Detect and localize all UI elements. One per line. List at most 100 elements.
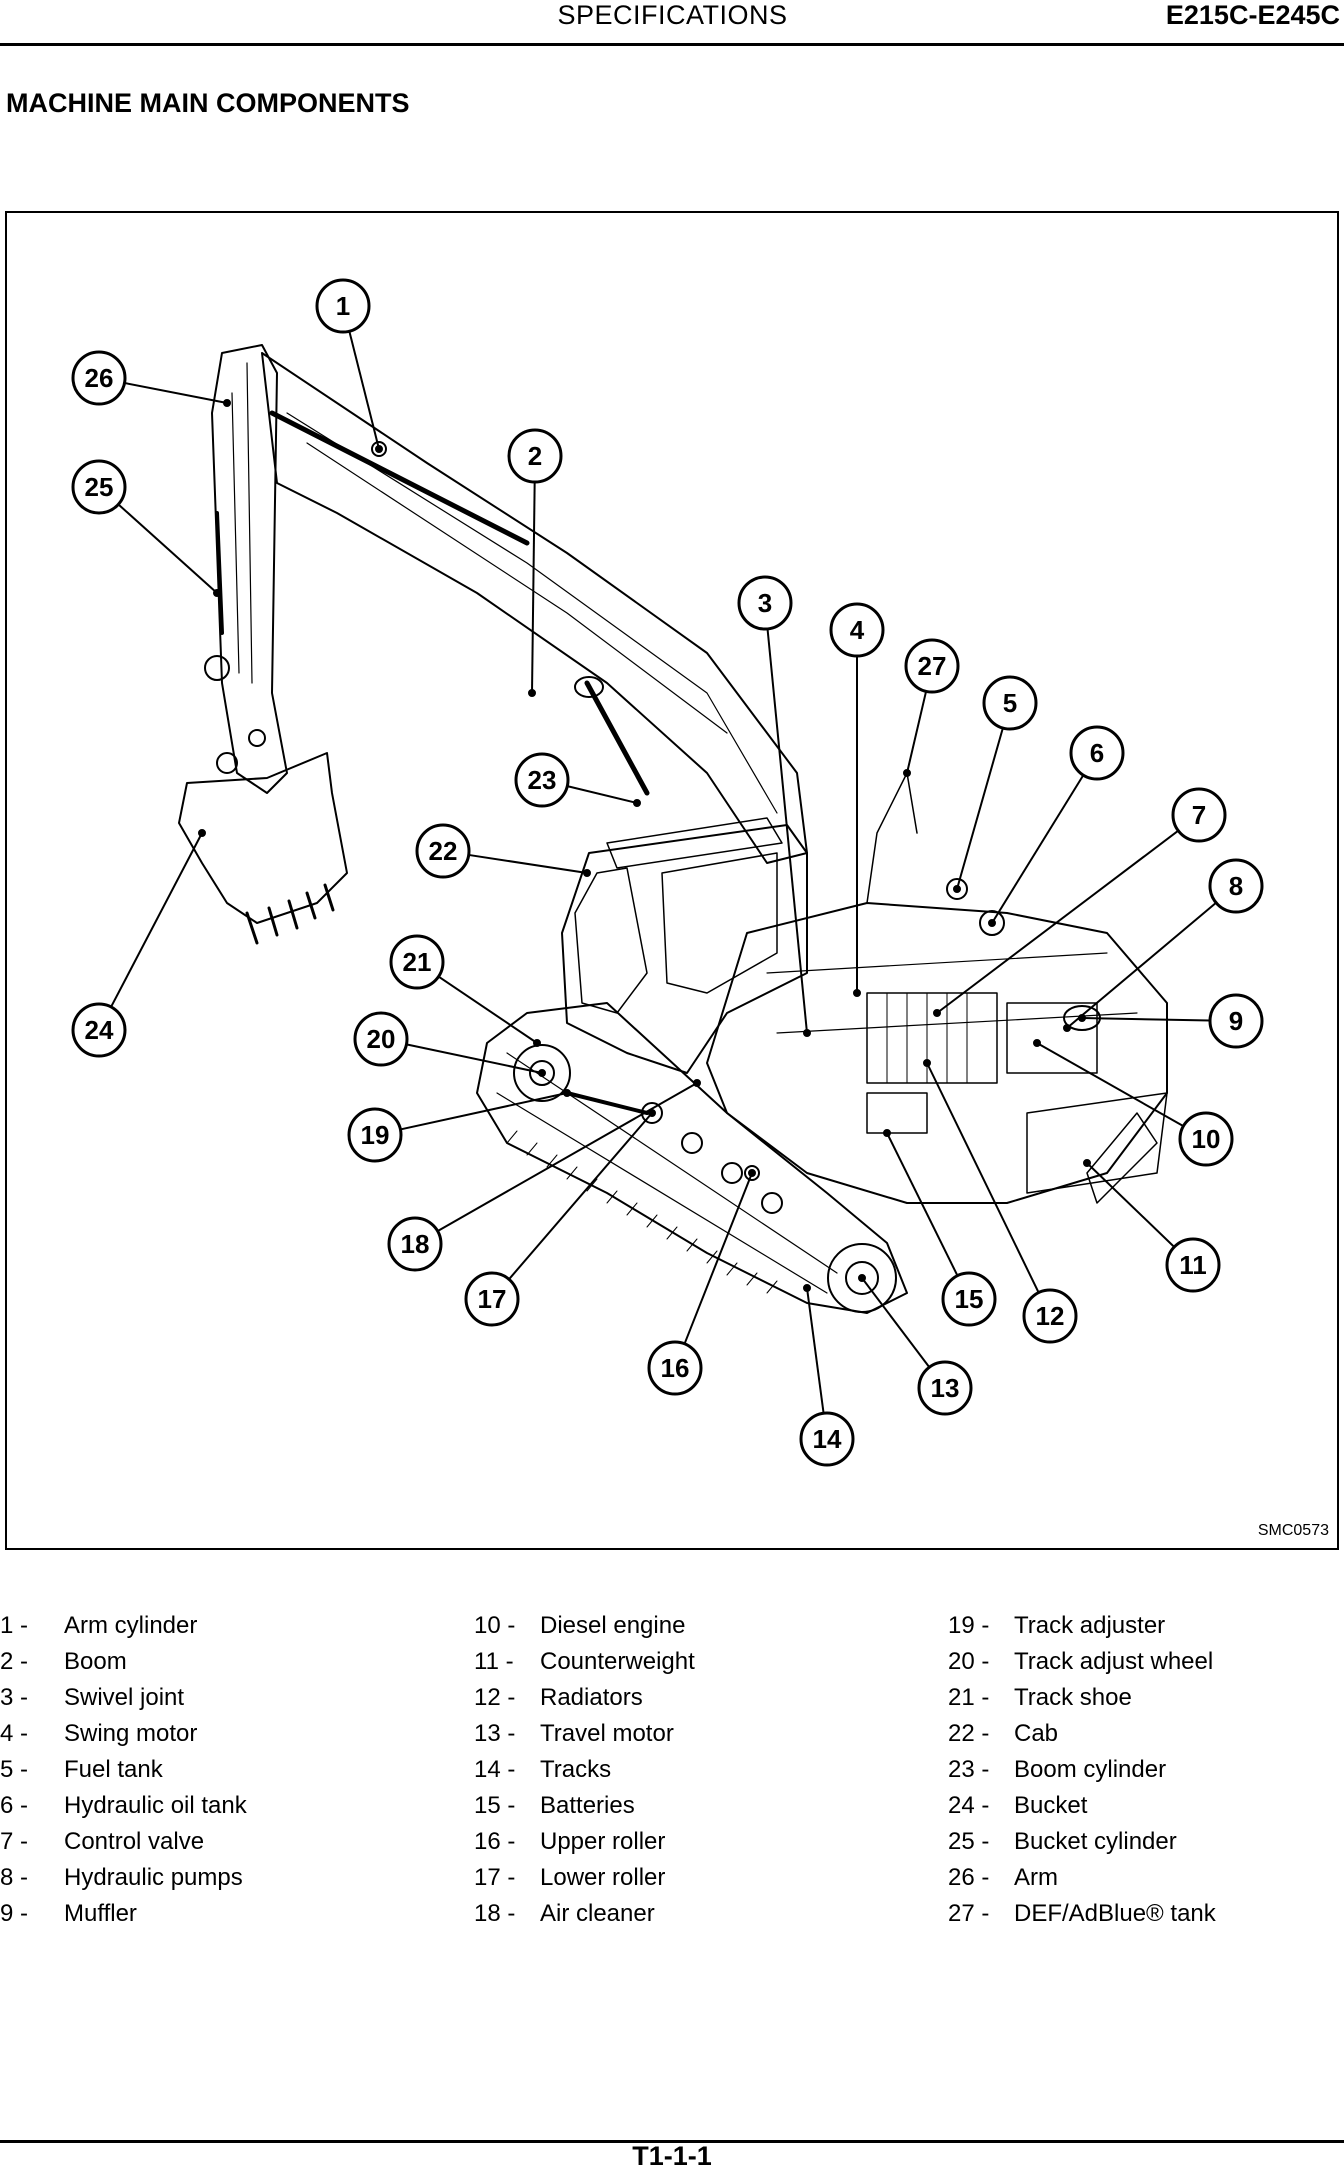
- legend-label: Track shoe: [1014, 1684, 1132, 1711]
- callout-leader-dot: [988, 919, 996, 927]
- callout-leader-dot: [903, 769, 911, 777]
- callout-circle: [737, 575, 793, 631]
- legend-number: 15 -: [474, 1792, 516, 1819]
- callout-leader-line: [110, 832, 203, 1008]
- callout-12: 12: [1022, 1288, 1078, 1344]
- legend-number: 20 -: [948, 1648, 990, 1675]
- legend-number: 24 -: [948, 1792, 990, 1819]
- callout-leader-dot: [1078, 1014, 1086, 1022]
- callout-leader-dot: [748, 1169, 756, 1177]
- callout-13: 13: [917, 1360, 973, 1416]
- legend-number: 27 -: [948, 1900, 990, 1927]
- callout-22: 22: [415, 823, 471, 879]
- legend-label: Hydraulic oil tank: [64, 1792, 247, 1819]
- callout-number: 9: [1229, 1006, 1243, 1036]
- callout-leader-dot: [198, 829, 206, 837]
- legend-label: Lower roller: [540, 1864, 666, 1891]
- legend-number: 16 -: [474, 1828, 516, 1855]
- callout-number: 14: [813, 1424, 842, 1454]
- legend-number: 1 -: [0, 1612, 29, 1639]
- legend-label: Bucket: [1014, 1792, 1088, 1819]
- callout-3: 3: [737, 575, 793, 631]
- boom-outline: [261, 352, 808, 864]
- legend-label: Tracks: [540, 1756, 612, 1783]
- callout-leader-line: [956, 727, 1004, 890]
- legend-number: 22 -: [948, 1720, 990, 1747]
- callout-leader-dot: [693, 1079, 701, 1087]
- callout-6: 6: [1069, 725, 1125, 781]
- callout-circle: [1208, 858, 1264, 914]
- callout-circle: [1171, 787, 1227, 843]
- cab-outline: [561, 824, 808, 1074]
- callout-leader-dot: [533, 1039, 541, 1047]
- callout-15: 15: [941, 1271, 997, 1327]
- callout-19: 19: [347, 1107, 403, 1163]
- callout-circle: [415, 823, 471, 879]
- legend-label: Track adjust wheel: [1014, 1648, 1214, 1675]
- legend-number: 21 -: [948, 1684, 990, 1711]
- callout-leader-dot: [375, 445, 383, 453]
- callout-number: 5: [1003, 688, 1017, 718]
- legend-label: Arm: [1014, 1864, 1058, 1891]
- callout-number: 3: [758, 588, 772, 618]
- legend-label: Cab: [1014, 1720, 1059, 1747]
- callout-leader-line: [683, 1172, 753, 1345]
- callout-number: 16: [661, 1353, 690, 1383]
- callout-number: 7: [1192, 800, 1206, 830]
- callout-number: 13: [931, 1373, 960, 1403]
- callout-circle: [799, 1411, 855, 1467]
- legend-number: 14 -: [474, 1756, 516, 1783]
- legend-label: Track adjuster: [1014, 1612, 1166, 1639]
- callout-10: 10: [1178, 1111, 1234, 1167]
- legend-number: 25 -: [948, 1828, 990, 1855]
- callout-27: 27: [904, 638, 960, 694]
- callout-leader-dot: [583, 869, 591, 877]
- header-rule: [0, 43, 1344, 46]
- callout-circle: [1069, 725, 1125, 781]
- legend-label: Travel motor: [540, 1720, 674, 1747]
- callout-leader-line: [1086, 1162, 1175, 1248]
- callout-number: 1: [336, 291, 350, 321]
- callout-16: 16: [647, 1340, 703, 1396]
- callout-leader-dot: [933, 1009, 941, 1017]
- legend-number: 10 -: [474, 1612, 516, 1639]
- callout-leader-line: [991, 774, 1085, 924]
- callout-circle: [389, 934, 445, 990]
- legend-number: 26 -: [948, 1864, 990, 1891]
- legend-label: Upper roller: [540, 1828, 666, 1855]
- legend-label: Fuel tank: [64, 1756, 163, 1783]
- callout-11: 11: [1165, 1237, 1221, 1293]
- callout-circle: [941, 1271, 997, 1327]
- legend-number: 11 -: [474, 1648, 514, 1675]
- callout-leader-line: [437, 1082, 698, 1232]
- legend-label: Counterweight: [540, 1648, 695, 1675]
- callout-leader-line: [806, 1287, 825, 1414]
- callout-21: 21: [389, 934, 445, 990]
- callout-leader-dot: [1063, 1024, 1071, 1032]
- callout-number: 2: [528, 441, 542, 471]
- legend-number: 3 -: [0, 1684, 29, 1711]
- callout-7: 7: [1171, 787, 1227, 843]
- callout-number: 26: [85, 363, 114, 393]
- legend-label: Swing motor: [64, 1720, 198, 1747]
- legend-number: 8 -: [0, 1864, 29, 1891]
- callout-number: 17: [478, 1284, 507, 1314]
- callout-leader-dot: [803, 1029, 811, 1037]
- callout-circle: [1022, 1288, 1078, 1344]
- callout-number: 15: [955, 1284, 984, 1314]
- callout-leader-dot: [213, 589, 221, 597]
- callout-circle: [982, 675, 1038, 731]
- callout-leader-dot: [633, 799, 641, 807]
- callout-leader-dot: [1033, 1039, 1041, 1047]
- callout-leader-line: [437, 975, 538, 1044]
- callout-circle: [514, 752, 570, 808]
- callout-4: 4: [829, 602, 885, 658]
- callout-circle: [1208, 993, 1264, 1049]
- legend-label: Radiators: [540, 1684, 643, 1711]
- callout-number: 20: [367, 1024, 396, 1054]
- page-title: MACHINE MAIN COMPONENTS: [6, 88, 410, 118]
- legend-number: 18 -: [474, 1900, 516, 1927]
- callout-leader-line: [1081, 1017, 1211, 1022]
